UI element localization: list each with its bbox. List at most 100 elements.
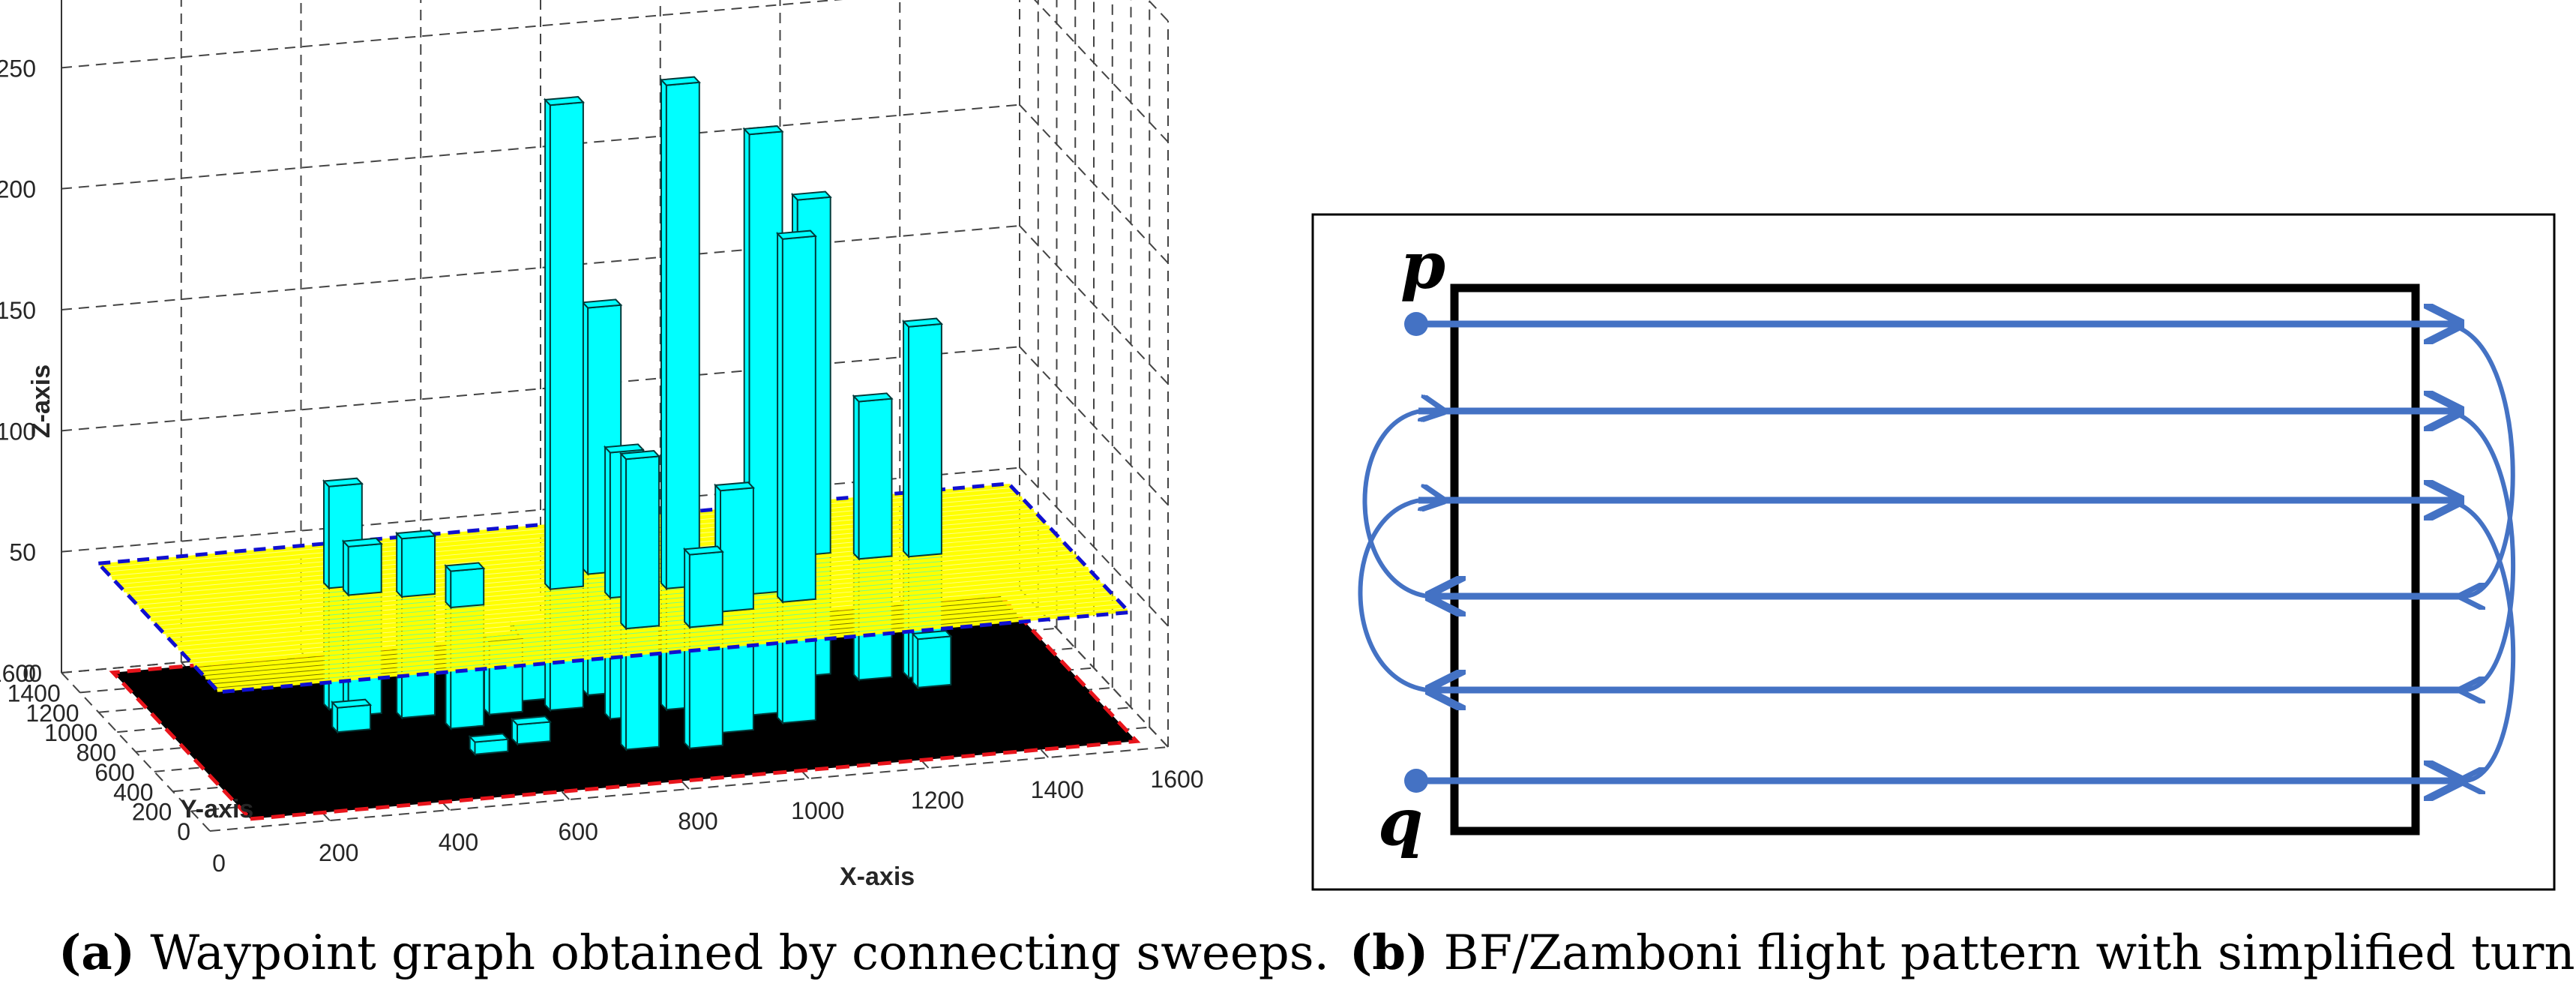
building-top (581, 298, 623, 309)
axis-labels: X-axis Y-axis Z-axis (27, 364, 915, 891)
building-front (450, 567, 485, 609)
z-tick-label: 150 (0, 297, 36, 324)
y-tick-label: 0 (177, 818, 190, 845)
grid-line (61, 346, 1020, 432)
building-side (777, 231, 783, 604)
x-tick-label: 1400 (1031, 776, 1084, 803)
x-tick-label: 800 (678, 808, 717, 835)
building-front (625, 455, 660, 630)
grid-line (1019, 225, 1169, 385)
point-label-p: p (1400, 228, 1445, 304)
building-bar (852, 392, 894, 561)
y-tick-label: 1200 (25, 700, 79, 727)
tick-labels: 0501001502002503000200400600800100012001… (0, 55, 1204, 877)
building-top (322, 477, 364, 488)
building-top (619, 450, 661, 460)
building-top (603, 443, 645, 454)
building-front (688, 550, 723, 628)
building-side (396, 531, 403, 599)
sweep-lines (1418, 324, 2459, 781)
building-bar (468, 733, 510, 757)
flight-pattern-diagram: p q (1311, 213, 2556, 891)
waypoint-3d-chart: X-axis Y-axis Z-axis 0501001502002503000… (0, 0, 1204, 891)
y-tick-label: 400 (113, 778, 153, 806)
building-side (903, 320, 909, 559)
grid-line (1019, 104, 1169, 264)
y-tick-label: 600 (94, 759, 134, 786)
building-bar (331, 698, 373, 734)
building-front (781, 235, 816, 603)
grid-line (61, 0, 843, 69)
building-top (395, 530, 437, 540)
building-bar (901, 317, 944, 559)
z-tick-label: 100 (0, 418, 36, 445)
caption-b-text: BF/Zamboni flight pattern with simplifie… (1428, 926, 2576, 981)
buildings-front-layer (322, 76, 944, 631)
grid-line (61, 104, 1020, 190)
grid-line (1019, 466, 1169, 627)
sweep-hatch-line (213, 604, 1124, 688)
building-top (659, 76, 701, 86)
building-side (852, 394, 860, 561)
building-bar (619, 450, 661, 631)
y-tick-label: 200 (132, 799, 172, 826)
plane-border (94, 482, 1134, 694)
building-side (660, 77, 667, 591)
building-top (911, 630, 953, 640)
x-tick-label: 0 (212, 850, 226, 877)
building-top (852, 392, 894, 403)
building-top (341, 537, 383, 548)
building-top (714, 482, 756, 492)
building-front (858, 398, 893, 560)
z-tick-label: 0 (22, 660, 36, 687)
building-bar (911, 630, 953, 690)
building-top (901, 317, 944, 328)
z-tick-label: 50 (9, 539, 36, 566)
sweep-hatch-line (205, 596, 1116, 680)
x-tick-label: 1200 (911, 787, 964, 814)
building-bar (444, 562, 486, 610)
sweep-hatch-line (201, 592, 1113, 676)
grid-line (1019, 588, 1169, 748)
building-front (720, 487, 754, 613)
x-axis-title: X-axis (840, 862, 915, 891)
building-side (342, 539, 349, 598)
building-side (544, 98, 551, 592)
turn-arc-left (1362, 410, 1449, 599)
caption-b: (b) BF/Zamboni flight pattern with simpl… (1349, 912, 2576, 994)
building-top (444, 562, 486, 572)
x-tick-label: 200 (319, 839, 358, 866)
turn-arc-right (2440, 322, 2515, 596)
building-top (775, 230, 817, 240)
turn-arcs (1358, 322, 2516, 781)
caption-b-tag: (b) (1349, 925, 1429, 981)
turn-arc-right (2440, 409, 2516, 690)
building-front (908, 322, 942, 558)
grid-line (1019, 346, 1169, 506)
end-point (1404, 769, 1428, 793)
start-point (1404, 312, 1428, 336)
building-top (468, 733, 510, 743)
building-front (665, 81, 700, 590)
building-side (684, 547, 690, 629)
building-bar (659, 76, 701, 591)
building-top (543, 96, 586, 106)
y-axis-title: Y-axis (180, 795, 253, 824)
sweep-hatch-line (209, 600, 1120, 684)
building-front (401, 535, 436, 598)
z-tick-label: 200 (0, 176, 36, 203)
z-axis-title: Z-axis (27, 364, 55, 438)
sweep-hatch-line (197, 587, 1109, 671)
building-bar (341, 537, 383, 598)
x-tick-label: 1600 (1150, 766, 1203, 793)
z-tick-label: 250 (0, 55, 36, 82)
panel-frame (1311, 213, 2556, 891)
x-tick-label: 400 (439, 829, 478, 856)
building-side (912, 632, 919, 690)
building-top (790, 190, 832, 201)
building-top (682, 545, 724, 556)
building-bar (510, 716, 553, 746)
building-side (323, 478, 330, 590)
ground-border (109, 592, 1141, 821)
